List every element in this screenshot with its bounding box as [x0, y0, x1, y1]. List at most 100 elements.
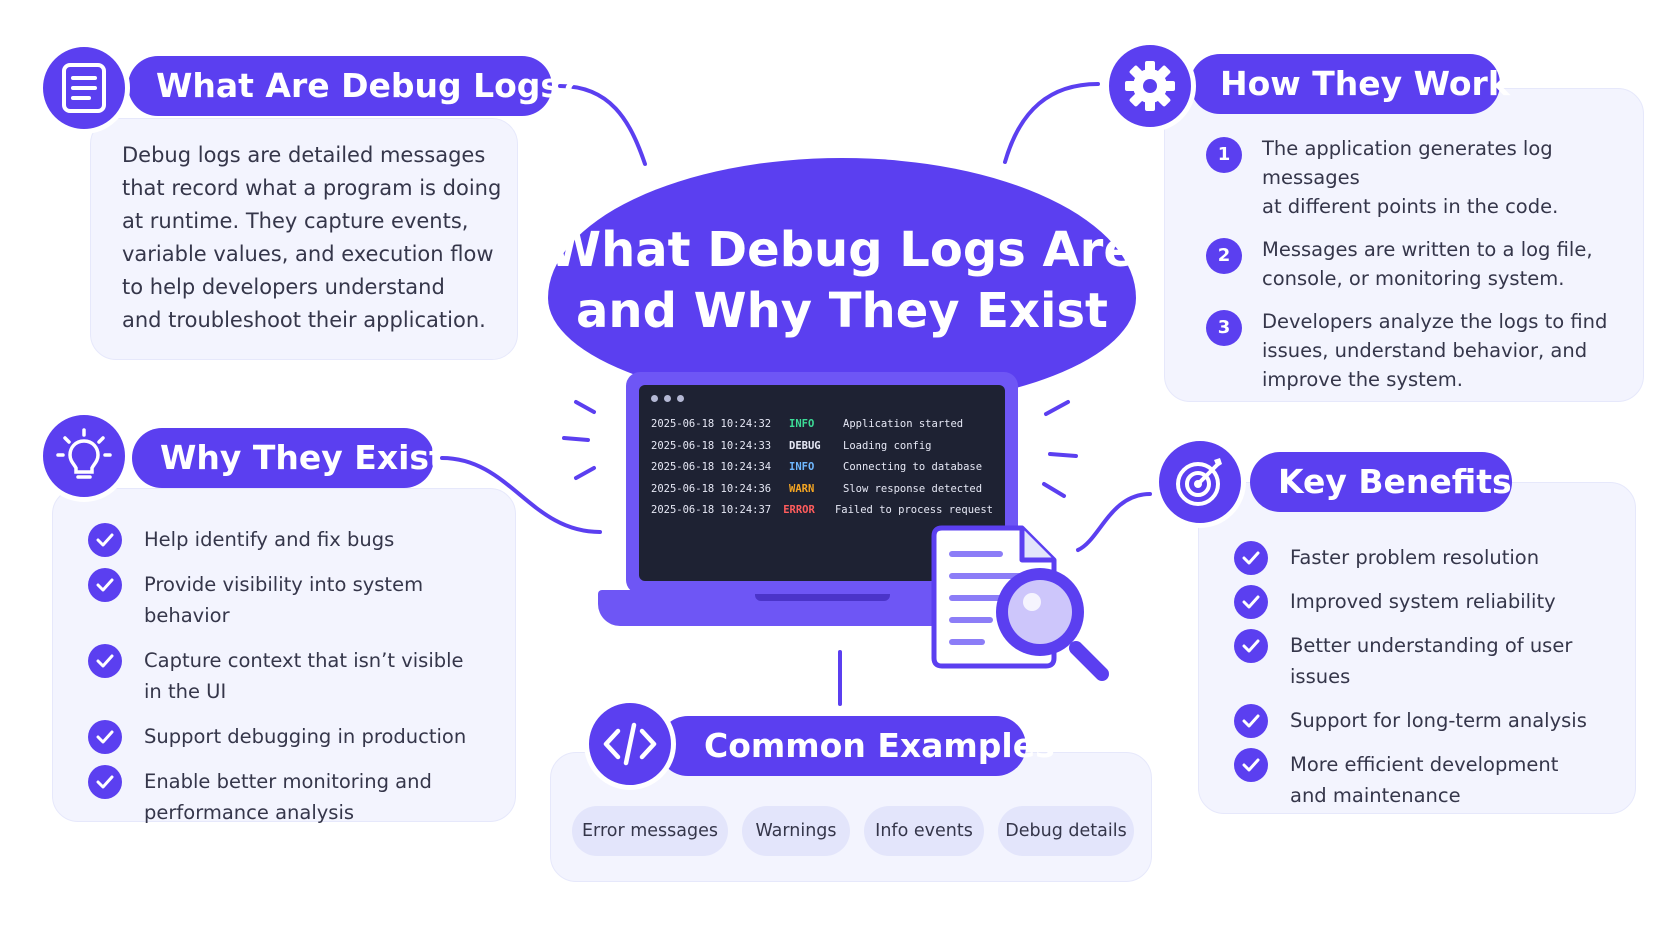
- why-item-text: Capture context that isn’t visible: [144, 649, 464, 672]
- check-icon: [88, 523, 122, 557]
- how-heading: How They Work: [1190, 54, 1510, 114]
- benefit-item-text: Better understanding of user issues: [1290, 634, 1573, 688]
- document-icon: [38, 42, 130, 134]
- why-heading-text: Why They Exist: [160, 438, 445, 477]
- step-text: Developers analyze the logs to find: [1262, 310, 1608, 333]
- terminal-window: 2025-06-18 10:24:32 INFO Application sta…: [639, 385, 1005, 581]
- log-timestamp: 2025-06-18 10:24:36: [651, 482, 772, 495]
- how-steps: 1 The application generates log messages…: [1206, 134, 1636, 394]
- log-row: 2025-06-18 10:24:34 INFO Connecting to d…: [651, 457, 993, 479]
- benefit-item: Support for long-term analysis: [1234, 704, 1634, 738]
- benefit-item: Faster problem resolution: [1234, 541, 1634, 575]
- log-timestamp: 2025-06-18 10:24:33: [651, 439, 772, 452]
- log-message: Connecting to database: [843, 461, 983, 473]
- how-heading-text: How They Work: [1220, 64, 1510, 103]
- check-icon: [88, 720, 122, 754]
- step-text: issues, understand behavior, and: [1262, 339, 1588, 362]
- step-number: 2: [1206, 238, 1242, 274]
- step-item: 2 Messages are written to a log file, co…: [1206, 235, 1636, 293]
- why-heading: Why They Exist: [132, 428, 445, 488]
- log-row: 2025-06-18 10:24:33 DEBUG Loading config: [651, 436, 993, 458]
- step-text: at different points in the code.: [1262, 195, 1559, 218]
- document-magnifier-icon: [931, 525, 1109, 681]
- why-item: Enable better monitoring and performance…: [88, 765, 508, 828]
- benefit-item-text: and maintenance: [1290, 784, 1461, 807]
- why-item-text: Help identify and fix bugs: [144, 528, 395, 551]
- chip-debug-details: Debug details: [998, 806, 1134, 856]
- log-timestamp: 2025-06-18 10:24:34: [651, 461, 772, 473]
- what-line: at runtime. They capture events,: [122, 209, 469, 233]
- step-text: The application generates log messages: [1262, 137, 1553, 189]
- why-item-text: performance analysis: [144, 801, 355, 824]
- log-message: Loading config: [843, 439, 932, 452]
- check-icon: [88, 568, 122, 602]
- log-level: DEBUG: [789, 439, 821, 452]
- step-text: console, or monitoring system.: [1262, 267, 1565, 290]
- benefit-item-text: More efficient development: [1290, 753, 1559, 776]
- check-icon: [1234, 541, 1268, 575]
- why-item-text: in the UI: [144, 680, 227, 703]
- check-icon: [1234, 748, 1268, 782]
- why-item-text: Provide visibility into system behavior: [144, 573, 424, 627]
- gear-icon: [1104, 40, 1196, 132]
- step-number: 3: [1206, 310, 1242, 346]
- why-item: Support debugging in production: [88, 720, 508, 754]
- window-dots-icon: [651, 395, 993, 402]
- chip-info-events: Info events: [864, 806, 984, 856]
- step-item: 1 The application generates log messages…: [1206, 134, 1636, 221]
- step-text: Messages are written to a log file,: [1262, 238, 1593, 261]
- what-heading-text: What Are Debug Logs?: [156, 66, 580, 105]
- examples-heading: Common Examples: [658, 716, 1055, 776]
- why-item-text: Enable better monitoring and: [144, 770, 432, 793]
- why-item: Help identify and fix bugs: [88, 523, 508, 557]
- what-line: Debug logs are detailed messages: [122, 143, 486, 167]
- benefit-item-text: Improved system reliability: [1290, 590, 1556, 613]
- what-line: variable values, and execution flow: [122, 242, 494, 266]
- what-line: that record what a program is doing: [122, 176, 502, 200]
- benefits-heading-text: Key Benefits: [1278, 462, 1512, 501]
- what-heading: What Are Debug Logs?: [128, 56, 579, 116]
- what-description: Debug logs are detailed messages that re…: [122, 139, 502, 337]
- benefit-item-text: Faster problem resolution: [1290, 546, 1540, 569]
- log-message: Slow response detected: [843, 482, 983, 495]
- chip-label: Error messages: [582, 821, 718, 841]
- laptop-notch: [755, 594, 890, 601]
- step-number: 1: [1206, 137, 1242, 173]
- log-rows: 2025-06-18 10:24:32 INFO Application sta…: [651, 414, 993, 522]
- step-text: improve the system.: [1262, 368, 1463, 391]
- log-row: 2025-06-18 10:24:36 WARN Slow response d…: [651, 479, 993, 501]
- why-card: [52, 488, 516, 822]
- benefit-item: Improved system reliability: [1234, 585, 1634, 619]
- log-message: Failed to process request: [834, 504, 993, 516]
- main-title-line1: What Debug Logs Are: [548, 222, 1136, 278]
- log-level: ERROR: [783, 504, 815, 516]
- what-card: [90, 118, 518, 360]
- benefits-list: Faster problem resolution Improved syste…: [1234, 541, 1634, 811]
- log-timestamp: 2025-06-18 10:24:37: [651, 504, 772, 516]
- log-level: INFO: [789, 461, 815, 473]
- log-row: 2025-06-18 10:24:37 ERROR Failed to proc…: [651, 500, 993, 522]
- step-item: 3 Developers analyze the logs to find is…: [1206, 307, 1636, 394]
- chip-warnings: Warnings: [742, 806, 850, 856]
- why-item: Provide visibility into system behavior: [88, 568, 508, 631]
- benefits-heading: Key Benefits: [1250, 452, 1512, 512]
- log-timestamp: 2025-06-18 10:24:32: [651, 418, 772, 430]
- chip-error-messages: Error messages: [572, 806, 728, 856]
- target-icon: [1154, 436, 1246, 528]
- log-level: INFO: [789, 418, 815, 430]
- why-item: Capture context that isn’t visible in th…: [88, 644, 508, 707]
- check-icon: [88, 644, 122, 678]
- examples-heading-text: Common Examples: [704, 726, 1055, 765]
- chip-label: Warnings: [755, 821, 837, 841]
- what-line: to help developers understand: [122, 275, 445, 299]
- log-level: WARN: [789, 482, 815, 495]
- log-message: Application started: [843, 418, 964, 430]
- chip-label: Info events: [875, 821, 973, 841]
- main-title: What Debug Logs Are and Why They Exist: [548, 158, 1136, 408]
- why-item-text: Support debugging in production: [144, 725, 467, 748]
- benefit-item: More efficient development and maintenan…: [1234, 748, 1634, 811]
- why-list: Help identify and fix bugs Provide visib…: [88, 523, 508, 828]
- code-icon: [584, 698, 676, 790]
- check-icon: [88, 765, 122, 799]
- main-title-line2: and Why They Exist: [576, 283, 1108, 339]
